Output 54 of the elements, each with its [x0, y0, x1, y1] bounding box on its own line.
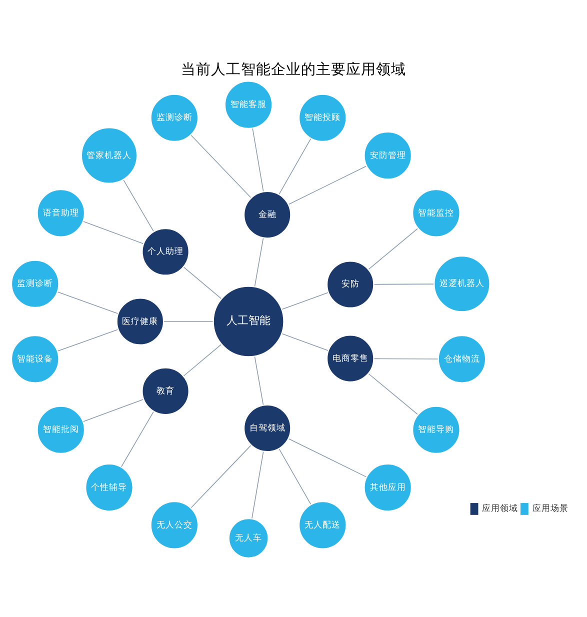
connector: [83, 398, 144, 422]
node-circle: 无人配送: [298, 500, 348, 550]
connector: [57, 291, 118, 314]
legend-label: 应用领域: [482, 504, 518, 514]
connector: [183, 344, 222, 376]
connector: [368, 372, 418, 414]
node-circle: 人工智能: [212, 284, 286, 358]
connector: [123, 179, 154, 232]
connector: [282, 332, 328, 350]
node-circle: 监测诊断: [149, 92, 200, 142]
legend-label: 应用场景: [532, 504, 568, 514]
node-circle: 教育: [140, 366, 190, 416]
node-circle: 无人公交: [149, 500, 200, 550]
node-circle: 智能投顾: [298, 92, 348, 142]
connector: [57, 328, 118, 351]
node-circle: 医疗健康: [115, 296, 165, 346]
node-circle: 智能客服: [224, 79, 274, 130]
node-circle: 个性辅导: [84, 462, 134, 512]
connector: [374, 283, 434, 284]
node-circle: 电商零售: [326, 333, 376, 383]
node-circle: 监测诊断: [10, 258, 60, 308]
connector: [121, 410, 154, 467]
connector: [374, 358, 438, 359]
node-circle: 其他应用: [362, 462, 413, 512]
connector: [282, 292, 328, 310]
connector: [278, 138, 312, 194]
connector: [190, 444, 252, 508]
connector: [252, 128, 264, 192]
connector: [254, 356, 264, 405]
connector: [164, 320, 214, 322]
connector: [368, 228, 418, 270]
node-circle: 智能设备: [10, 334, 60, 384]
node-circle: 仓储物流: [436, 334, 487, 384]
connector: [254, 237, 264, 286]
node-circle: 安防: [326, 259, 376, 309]
node-circle: 智能导购: [411, 404, 462, 454]
connector: [83, 220, 144, 244]
node-circle: 自驾领域: [242, 402, 292, 452]
node-circle: 无人车: [227, 516, 270, 559]
connector: [190, 134, 252, 198]
connector: [252, 450, 264, 518]
connector: [278, 448, 312, 504]
node-circle: 个人助理: [140, 226, 190, 276]
node-circle: 智能监控: [411, 188, 462, 238]
connector: [288, 165, 366, 204]
node-circle: 管家机器人: [80, 126, 138, 184]
connector: [288, 438, 366, 477]
node-circle: 安防管理: [362, 130, 413, 180]
connector: [183, 266, 222, 298]
node-circle: 巡逻机器人: [432, 254, 492, 313]
node-circle: 智能批阅: [36, 404, 86, 454]
node-circle: 金融: [242, 190, 292, 240]
diagram-title: 当前人工智能企业的主要应用领域: [180, 61, 406, 78]
node-circle: 语音助理: [36, 188, 86, 238]
